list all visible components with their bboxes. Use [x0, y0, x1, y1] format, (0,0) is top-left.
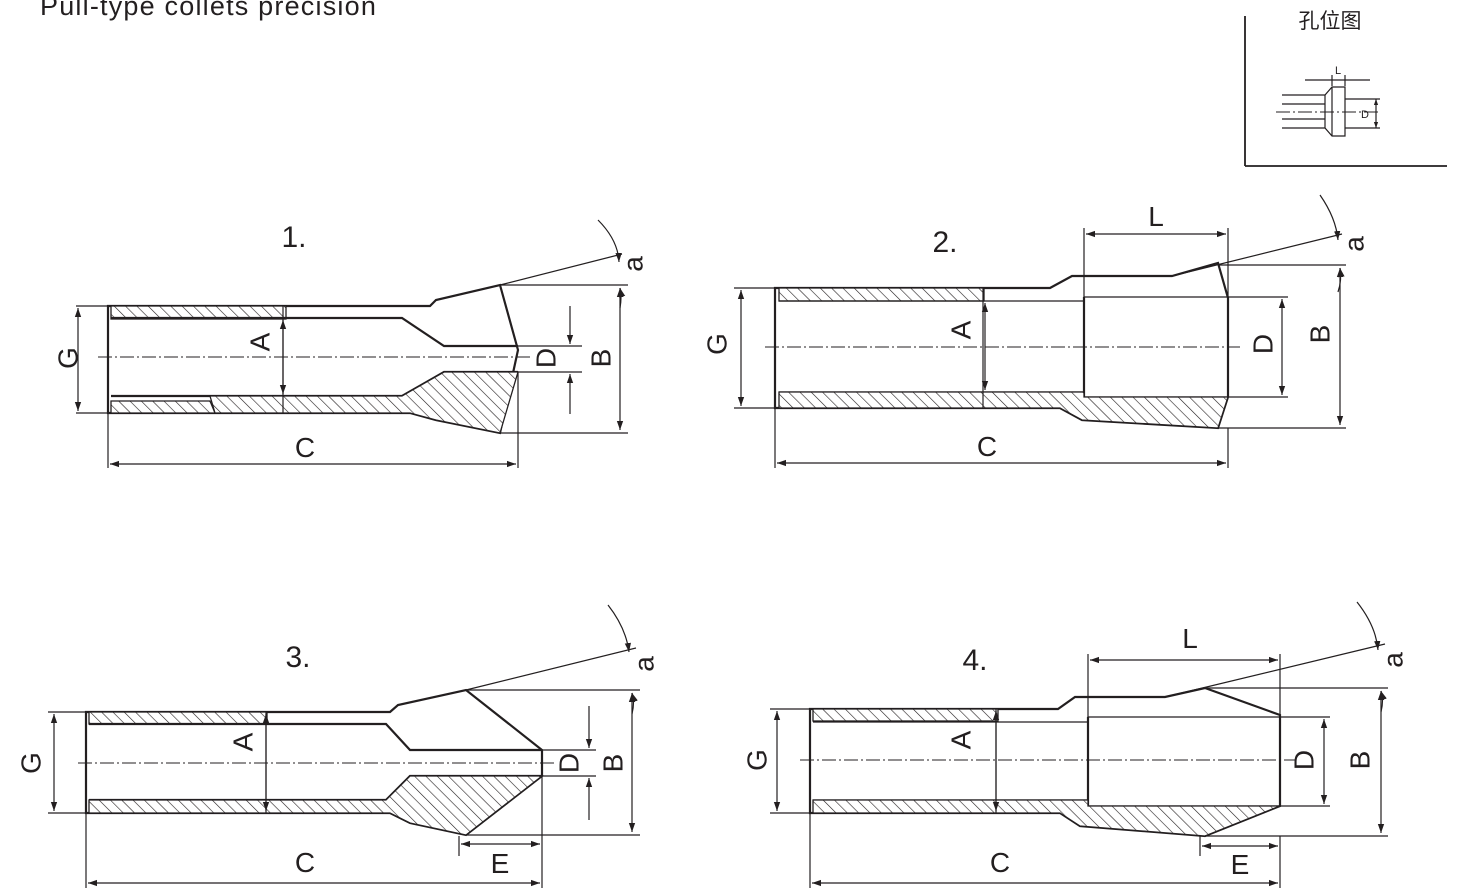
figure-2-number: 2. [932, 226, 957, 259]
figure-4-label-e: E [1231, 849, 1250, 880]
figure-2-label-c: C [977, 431, 997, 462]
figure-2-thread-top [778, 287, 985, 302]
figure-4: 4. G A C E L D [741, 601, 1408, 888]
figure-1-thread-bottom [110, 400, 216, 414]
figure-2: 2. G A C L D B [701, 194, 1369, 468]
figure-3-label-c: C [295, 847, 315, 878]
figure-4-label-c: C [990, 847, 1010, 878]
figure-3-label-angle: a [628, 656, 659, 672]
figure-3: 3. G A C E D B [15, 604, 659, 888]
figure-3-label-e: E [491, 848, 510, 879]
page-title: Pull-type collets precision [40, 0, 378, 21]
figure-2-label-d: D [1247, 334, 1278, 354]
hole-position-diagram: 孔位图 L D [1244, 10, 1447, 167]
figure-1-label-c: C [295, 432, 315, 463]
figure-4-label-angle: a [1377, 652, 1408, 668]
figure-3-label-a: A [227, 732, 258, 751]
figure-1: 1. G A C D B a [52, 219, 648, 468]
figure-1-label-g: G [52, 347, 83, 369]
figure-1-label-b: B [585, 349, 616, 368]
figure-4-label-g: G [741, 749, 772, 771]
figure-4-label-l: L [1182, 623, 1198, 654]
figure-2-section [778, 391, 1229, 429]
hole-diagram-caption: 孔位图 [1299, 10, 1362, 33]
figure-2-label-angle: a [1338, 236, 1369, 252]
figure-4-label-d: D [1288, 750, 1319, 770]
figure-2-label-b: B [1304, 325, 1335, 344]
figure-2-label-l: L [1148, 201, 1164, 232]
hole-diagram-label-d: D [1361, 109, 1369, 121]
figure-1-label-angle: a [617, 256, 648, 272]
figure-4-thread-top [812, 708, 999, 722]
figure-4-label-a: A [945, 730, 976, 749]
figure-3-label-b: B [597, 754, 628, 773]
figure-1-number: 1. [281, 221, 306, 254]
hole-diagram-part: L D [1276, 65, 1380, 137]
figure-3-label-d: D [553, 753, 584, 773]
figure-3-bore-top [89, 722, 542, 752]
figure-1-bore-top [111, 316, 518, 348]
figure-3-label-g: G [15, 752, 46, 774]
figure-3-thread-top [88, 711, 268, 725]
figure-1-label-d: D [530, 348, 561, 368]
figure-3-number: 3. [285, 641, 310, 674]
figure-1-label-a: A [244, 332, 275, 351]
hole-diagram-label-l: L [1335, 65, 1341, 77]
figure-4-label-b: B [1344, 751, 1375, 770]
figure-1-section [209, 371, 519, 434]
figure-4-section [812, 799, 1281, 837]
figure-2-label-g: G [701, 333, 732, 355]
figure-3-section [88, 775, 544, 836]
figure-2-label-a: A [945, 320, 976, 339]
figure-4-number: 4. [962, 644, 987, 677]
